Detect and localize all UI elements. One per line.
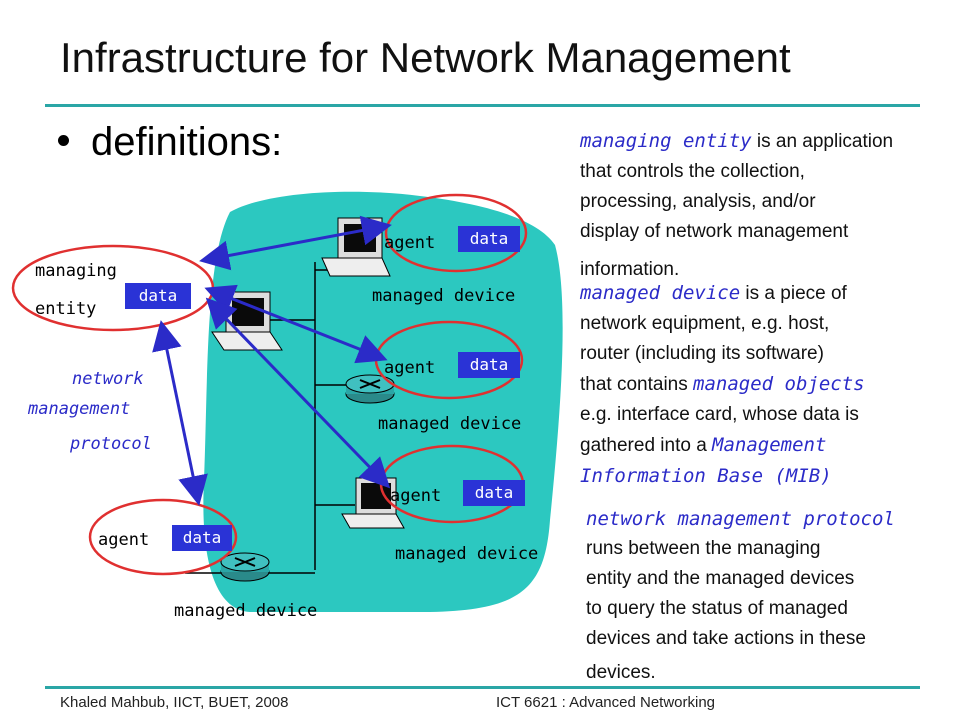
- bullet-text: definitions:: [91, 120, 283, 164]
- definition-text: gathered into a: [580, 435, 713, 456]
- term: network management protocol: [586, 508, 895, 530]
- term: managed device: [580, 282, 741, 304]
- definition-text: router (including its software): [580, 343, 824, 364]
- term: Information Base (MIB): [580, 465, 832, 487]
- managing-entity-label: managing: [35, 261, 117, 281]
- managed-device-label: managed device: [378, 414, 522, 434]
- agent-label: agent: [384, 233, 436, 253]
- footer-divider: [45, 686, 920, 689]
- bullet-dot: [58, 134, 69, 146]
- definition-managed-device: managed device is a piece of network equ…: [580, 278, 865, 491]
- agent-label: agent: [384, 358, 436, 378]
- footer-author: Khaled Mahbub, IICT, BUET, 2008: [60, 694, 289, 711]
- managed-device-label: managed device: [395, 544, 539, 564]
- footer-course: ICT 6621 : Advanced Networking: [496, 694, 716, 711]
- term: Management: [712, 434, 827, 456]
- agent-label: agent: [98, 530, 150, 550]
- definition-text: devices and take actions in these: [586, 628, 866, 649]
- definition-text: that controls the collection,: [580, 161, 805, 182]
- definition-text: network equipment, e.g. host,: [580, 313, 830, 334]
- managing-data-box: data: [125, 283, 191, 309]
- managed-device-label: managed device: [372, 286, 516, 306]
- page-title: Infrastructure for Network Management: [60, 34, 791, 81]
- term: managing entity: [580, 130, 752, 152]
- definition-protocol: network management protocol runs between…: [586, 504, 895, 688]
- definition-text: e.g. interface card, whose data is: [580, 404, 859, 425]
- definition-text: entity and the managed devices: [586, 568, 855, 589]
- agent-data-box: data: [458, 226, 520, 252]
- router-icon: [220, 552, 270, 582]
- protocol-label: network: [72, 369, 144, 389]
- definition-text: display of network management: [580, 221, 849, 242]
- definition-text: is a piece of: [740, 283, 847, 304]
- managing-entity-label: entity: [35, 299, 97, 319]
- protocol-arrows: [152, 215, 392, 506]
- definition-managing-entity: managing entity is an application that c…: [580, 126, 893, 285]
- definition-text: devices.: [586, 662, 656, 683]
- protocol-label: management: [28, 399, 131, 419]
- definition-text: information.: [580, 259, 680, 280]
- definition-text: runs between the managing: [586, 538, 821, 559]
- agent-data-box: data: [172, 525, 232, 551]
- agent-data-box: data: [463, 480, 525, 506]
- managed-device-label: managed device: [174, 601, 318, 621]
- agent-label: agent: [390, 486, 442, 506]
- definition-text: is an application: [751, 131, 894, 152]
- definition-text: processing, analysis, and/or: [580, 191, 816, 212]
- bullet-definitions: definitions:: [58, 120, 282, 165]
- protocol-label: protocol: [70, 434, 152, 454]
- title-divider: [45, 104, 920, 107]
- definition-text: to query the status of managed: [586, 598, 848, 619]
- term: managed objects: [693, 373, 865, 395]
- agent-data-box: data: [458, 352, 520, 378]
- definition-text: that contains: [580, 374, 694, 395]
